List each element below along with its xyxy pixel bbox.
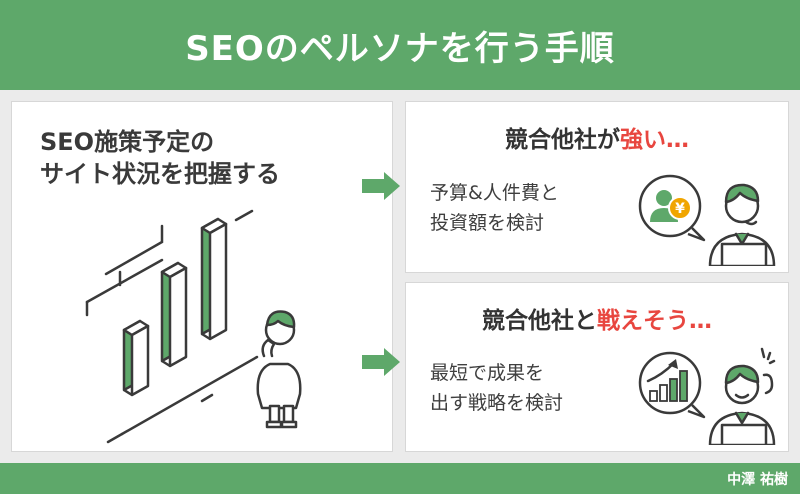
person-silhouette-icon	[656, 190, 672, 206]
isometric-bar-chart-illustration	[85, 209, 302, 444]
thinking-person-illustration	[256, 310, 302, 429]
card-a-body-line2: 投資額を検討	[430, 212, 545, 234]
budget-thought-bubble-icon: ¥	[638, 174, 706, 242]
card-b-body-line1: 最短で成果を	[430, 362, 545, 384]
card-a-body: 予算&人件費と 投資額を検討	[430, 178, 559, 238]
card-b-body: 最短で成果を 出す戦略を検討	[430, 358, 563, 418]
left-title-line1: SEO施策予定の	[40, 128, 215, 156]
growth-chart-thought-bubble-icon	[638, 351, 706, 419]
card-a-body-line1: 予算&人件費と	[430, 182, 559, 204]
card-can-compete: 競合他社と戦えそう… 最短で成果を 出す戦略を検討	[406, 283, 788, 451]
page-title: SEOのペルソナを行う手順	[185, 28, 615, 69]
card-a-title: 競合他社が強い…	[406, 120, 788, 154]
confident-businessman-illustration	[708, 347, 776, 445]
card-b-title-accent: 戦えそう…	[597, 308, 712, 334]
card-a-title-accent: 強い…	[620, 127, 689, 153]
bar-1	[122, 319, 150, 397]
footer-bar: 中澤 祐樹	[0, 463, 800, 494]
bar-2	[160, 261, 188, 368]
card-a-title-main: 競合他社が	[505, 127, 620, 153]
author-credit: 中澤 祐樹	[727, 472, 788, 488]
card-strong-competitor: 競合他社が強い… 予算&人件費と 投資額を検討 ¥	[406, 102, 788, 272]
left-panel-title: SEO施策予定の サイト状況を把握する	[40, 126, 280, 190]
card-b-title-main: 競合他社と	[482, 308, 597, 334]
card-b-body-line2: 出す戦略を検討	[430, 392, 564, 414]
arrow-to-card-a	[362, 172, 400, 200]
yen-coin-icon	[668, 196, 692, 220]
card-b-title: 競合他社と戦えそう…	[406, 301, 788, 335]
left-title-line2: サイト状況を把握する	[40, 160, 280, 188]
left-panel: SEO施策予定の サイト状況を把握する	[12, 102, 392, 451]
header-banner: SEOのペルソナを行う手順	[0, 0, 800, 90]
arrow-to-card-b	[362, 348, 400, 376]
businessman-at-laptop-illustration	[708, 183, 776, 266]
svg-text:¥: ¥	[675, 201, 685, 217]
bar-3	[200, 217, 228, 341]
